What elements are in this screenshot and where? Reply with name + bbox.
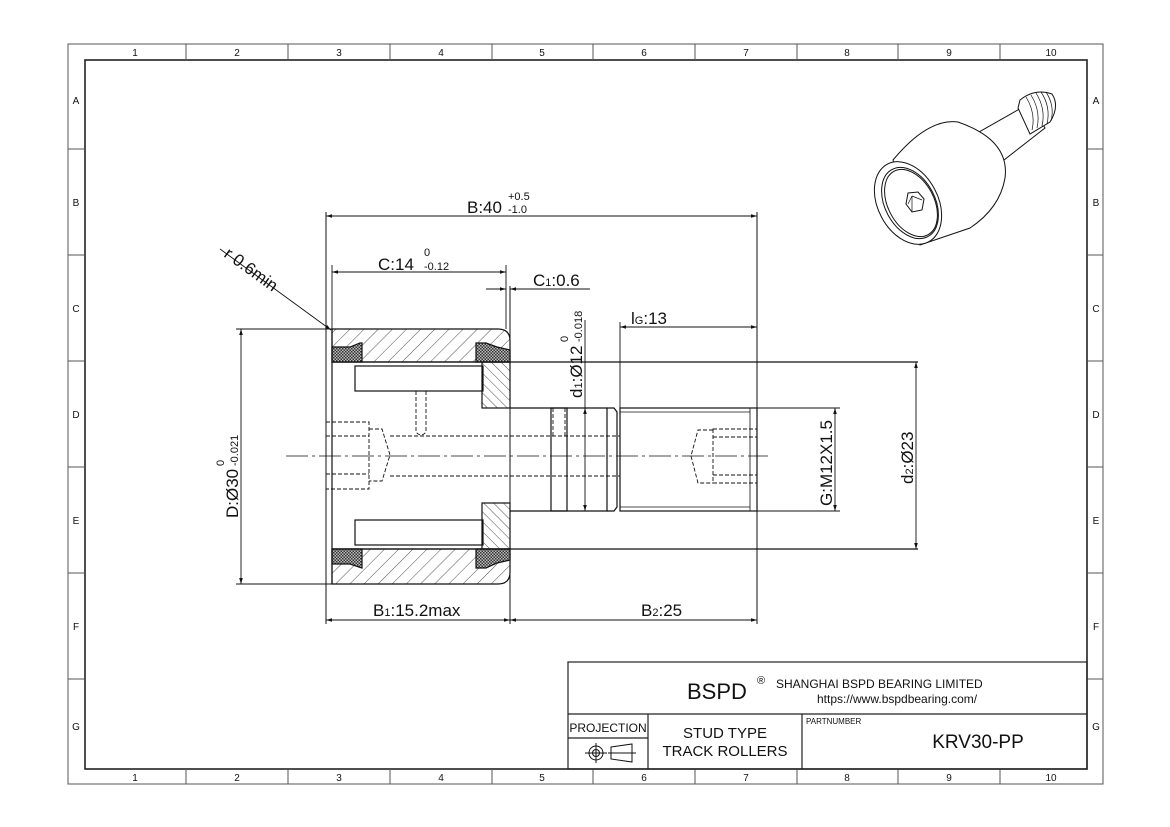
- dim-D: D:Ø30 0 -0.021: [215, 435, 242, 518]
- dimension-labels: B:40 +0.5 -1.0 C:14 0 -0.12 C1:0.6 r 0.6…: [215, 191, 917, 620]
- needle-roller-bottom: [354, 519, 484, 546]
- partnumber-value: KRV30-PP: [932, 732, 1024, 753]
- washer-top: [481, 361, 511, 409]
- svg-text:D:Ø30: D:Ø30: [223, 469, 242, 518]
- company-website: https://www.bspdbearing.com/: [817, 692, 978, 706]
- svg-text:5: 5: [539, 773, 545, 784]
- projection-label: PROJECTION: [569, 721, 646, 735]
- svg-text:®: ®: [757, 675, 765, 687]
- isometric-view: [873, 91, 1056, 246]
- svg-text:6: 6: [641, 773, 647, 784]
- partnumber-label: PARTNUMBER: [806, 717, 861, 726]
- svg-text:0: 0: [215, 460, 227, 466]
- section-view: [325, 212, 918, 624]
- svg-text:10: 10: [1045, 48, 1057, 59]
- svg-text:d1:Ø12: d1:Ø12: [567, 346, 586, 398]
- svg-text:D: D: [72, 410, 79, 421]
- company-name: SHANGHAI BSPD BEARING LIMITED: [776, 677, 983, 691]
- grid-column-labels-bottom: 1 2 3 4 5 6 7 8 9 10: [132, 773, 1057, 784]
- svg-text:F: F: [1093, 622, 1099, 633]
- svg-text:0: 0: [424, 247, 430, 259]
- svg-text:4: 4: [438, 48, 444, 59]
- svg-text:F: F: [73, 622, 79, 633]
- dim-C: C:14: [378, 255, 414, 274]
- svg-text:A: A: [1093, 96, 1100, 107]
- svg-text:+0.5: +0.5: [508, 191, 530, 203]
- svg-text:6: 6: [641, 48, 647, 59]
- svg-text:4: 4: [438, 773, 444, 784]
- grid-row-labels-left: A B C D E F G: [72, 96, 80, 733]
- dim-B2: B2:25: [641, 601, 682, 620]
- svg-text:7: 7: [743, 48, 749, 59]
- svg-text:-1.0: -1.0: [508, 204, 527, 216]
- brand-logo: BSPD: [687, 679, 747, 704]
- stud-groove: [550, 407, 568, 512]
- svg-text:E: E: [73, 516, 80, 527]
- grid-column-labels-top: 1 2 3 4 5 6 7 8 9 10: [132, 48, 1057, 59]
- svg-text:3: 3: [336, 773, 342, 784]
- svg-text:8: 8: [844, 48, 850, 59]
- dim-B1: B1:15.2max: [373, 601, 461, 620]
- svg-text:A: A: [73, 96, 80, 107]
- svg-text:G: G: [72, 722, 80, 733]
- svg-text:2: 2: [234, 773, 240, 784]
- dim-d2: d2:Ø23: [898, 432, 917, 484]
- stud-shank: [510, 407, 608, 512]
- hidden-lines: [325, 391, 758, 490]
- svg-text:2: 2: [234, 48, 240, 59]
- svg-text:0: 0: [559, 336, 571, 342]
- svg-text:D: D: [1092, 410, 1099, 421]
- dim-lG: lG:13: [631, 309, 667, 328]
- svg-text:3: 3: [336, 48, 342, 59]
- grid-row-labels-right: A B C D E F G: [1092, 96, 1100, 733]
- svg-text:9: 9: [946, 48, 952, 59]
- projection-symbol-icon: [585, 743, 636, 763]
- title-block-text: BSPD ® SHANGHAI BSPD BEARING LIMITED htt…: [569, 675, 1023, 760]
- svg-text:1: 1: [132, 48, 138, 59]
- dim-B: B:40: [467, 198, 502, 217]
- dim-r: r 0.6min: [221, 244, 282, 295]
- dimension-lines: [219, 214, 918, 622]
- description-line1: STUD TYPE: [683, 725, 767, 742]
- title-block: [567, 661, 1088, 770]
- needle-roller-top: [354, 365, 484, 392]
- svg-text:E: E: [1093, 516, 1100, 527]
- svg-text:-0.021: -0.021: [229, 435, 241, 466]
- svg-text:C: C: [1092, 304, 1099, 315]
- washer-bottom: [481, 502, 511, 550]
- svg-text:C: C: [72, 304, 79, 315]
- dim-d1: d1:Ø12 0 -0.018: [559, 311, 586, 398]
- svg-text:-0.12: -0.12: [424, 261, 449, 273]
- svg-text:10: 10: [1045, 773, 1057, 784]
- description-line2: TRACK ROLLERS: [662, 743, 787, 760]
- svg-text:5: 5: [539, 48, 545, 59]
- svg-text:7: 7: [743, 773, 749, 784]
- dim-C1: C1:0.6: [533, 271, 580, 290]
- svg-text:-0.018: -0.018: [573, 311, 585, 342]
- dim-G: G:M12X1.5: [817, 420, 836, 506]
- svg-text:8: 8: [844, 773, 850, 784]
- svg-text:9: 9: [946, 773, 952, 784]
- svg-text:B: B: [1093, 198, 1100, 209]
- svg-text:G: G: [1092, 722, 1100, 733]
- svg-text:1: 1: [132, 773, 138, 784]
- thread-section: [619, 407, 758, 512]
- svg-text:B: B: [73, 198, 80, 209]
